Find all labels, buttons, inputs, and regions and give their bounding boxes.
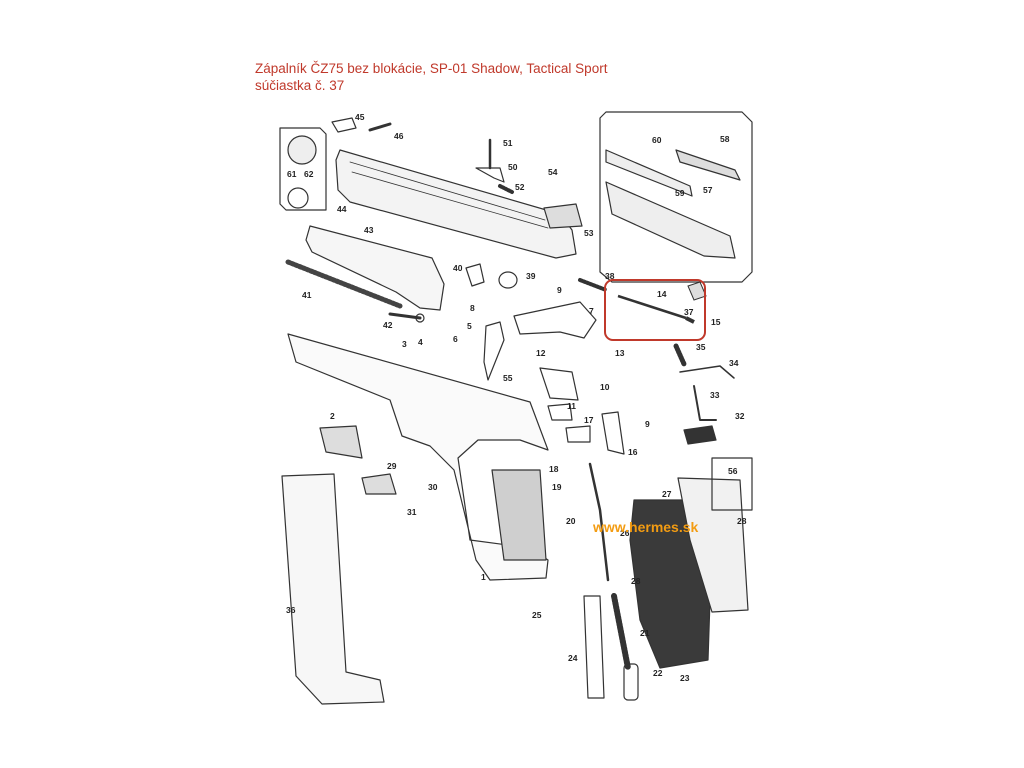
title-line-1: Zápalník ČZ75 bez blokácie, SP-01 Shadow… — [255, 61, 608, 76]
part-50: 50 — [508, 162, 518, 172]
part-11: 11 — [567, 401, 576, 411]
part-12: 12 — [536, 348, 546, 358]
part-53: 53 — [584, 228, 594, 238]
part-43: 43 — [364, 225, 374, 235]
part-56: 56 — [728, 466, 738, 476]
part-13: 13 — [615, 348, 625, 358]
rear-sight-53 — [543, 203, 583, 229]
part-51: 51 — [503, 138, 513, 148]
title-line-2: súčiastka č. 37 — [255, 78, 345, 93]
inset-slide-57 — [675, 149, 741, 181]
part-34: 34 — [729, 358, 739, 368]
part-58: 58 — [720, 134, 730, 144]
part-4: 4 — [418, 337, 423, 347]
part-37: 37 — [684, 307, 694, 317]
part-26: 26 — [620, 528, 630, 538]
part-57: 57 — [703, 185, 713, 195]
part-28b: 28 — [631, 576, 641, 586]
part-10: 10 — [600, 382, 610, 392]
part-29: 29 — [387, 461, 397, 471]
part-39: 39 — [526, 271, 536, 281]
watermark-url: www.hermes.sk — [593, 519, 699, 535]
barrel-43 — [305, 225, 445, 311]
part-27: 27 — [662, 489, 672, 499]
part-54: 54 — [548, 167, 558, 177]
part-25: 25 — [532, 610, 542, 620]
part-28: 28 — [737, 516, 747, 526]
part-31: 31 — [407, 507, 417, 517]
part-23: 23 — [680, 673, 690, 683]
part-33: 33 — [710, 390, 720, 400]
box-61-62 — [279, 127, 327, 211]
part-59: 59 — [675, 188, 685, 198]
part-61: 61 — [287, 169, 297, 179]
part-8: 8 — [470, 303, 475, 313]
firing-pin-37-highlight — [604, 279, 707, 341]
part-21: 21 — [640, 628, 650, 638]
part-42: 42 — [383, 320, 393, 330]
diagram-title: Zápalník ČZ75 bez blokácie, SP-01 Shadow… — [255, 60, 607, 94]
part-41: 41 — [302, 290, 312, 300]
inset-rail — [605, 181, 736, 259]
part-35: 35 — [696, 342, 706, 352]
part-20: 20 — [566, 516, 576, 526]
part-44: 44 — [337, 204, 347, 214]
part-17: 17 — [584, 415, 594, 425]
part-5: 5 — [467, 321, 472, 331]
part-19: 19 — [552, 482, 562, 492]
part-1: 1 — [481, 572, 486, 582]
part-14: 14 — [657, 289, 667, 299]
part-36: 36 — [286, 605, 296, 615]
frame-1 — [287, 333, 549, 581]
magazine-36 — [281, 473, 385, 705]
part-24: 24 — [568, 653, 578, 663]
part-3: 3 — [402, 339, 407, 349]
part-2: 2 — [330, 411, 335, 421]
grip-panel-27 — [677, 477, 749, 613]
part-38: 38 — [605, 271, 615, 281]
part-15: 15 — [711, 317, 721, 327]
inset-frame — [599, 111, 753, 283]
part-45: 45 — [355, 112, 365, 122]
part-60: 60 — [652, 135, 662, 145]
part-6: 6 — [453, 334, 458, 344]
part-62: 62 — [304, 169, 314, 179]
part-46: 46 — [394, 131, 404, 141]
part-7: 7 — [589, 306, 594, 316]
part-9b: 9 — [645, 419, 650, 429]
part-9: 9 — [557, 285, 562, 295]
part-55: 55 — [503, 373, 513, 383]
part-18: 18 — [549, 464, 559, 474]
part-30: 30 — [428, 482, 438, 492]
part-22: 22 — [653, 668, 663, 678]
part-16: 16 — [628, 447, 638, 457]
part-32: 32 — [735, 411, 745, 421]
part-40: 40 — [453, 263, 463, 273]
part-52: 52 — [515, 182, 525, 192]
